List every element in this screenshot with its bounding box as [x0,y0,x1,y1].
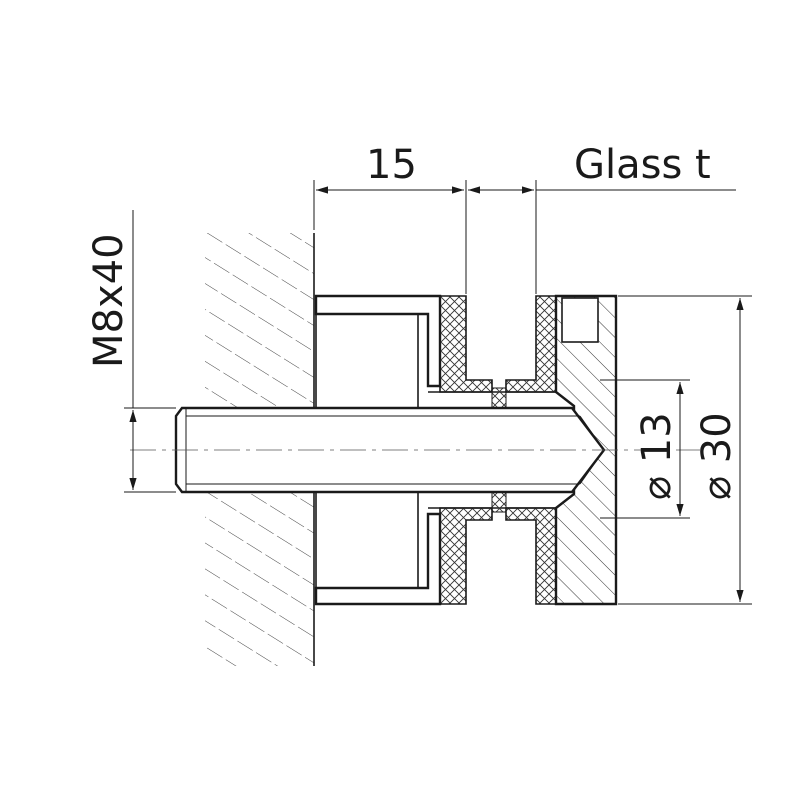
outer-diameter-label: ⌀ 30 [694,412,740,500]
dimension-glass-thickness: Glass t [468,142,736,294]
dimension-diameter-30: ⌀ 30 [618,295,752,605]
inner-diameter-label: ⌀ 13 [634,412,680,500]
bolt-label: M8x40 [86,233,132,368]
depth-label: 15 [366,142,417,188]
dimension-15: 15 [313,142,467,294]
sleeve [428,387,556,513]
dimension-bolt: M8x40 [86,210,176,493]
glass-label: Glass t [574,142,711,188]
bolt [130,406,700,494]
dimension-diameter-13: ⌀ 13 [600,379,690,519]
